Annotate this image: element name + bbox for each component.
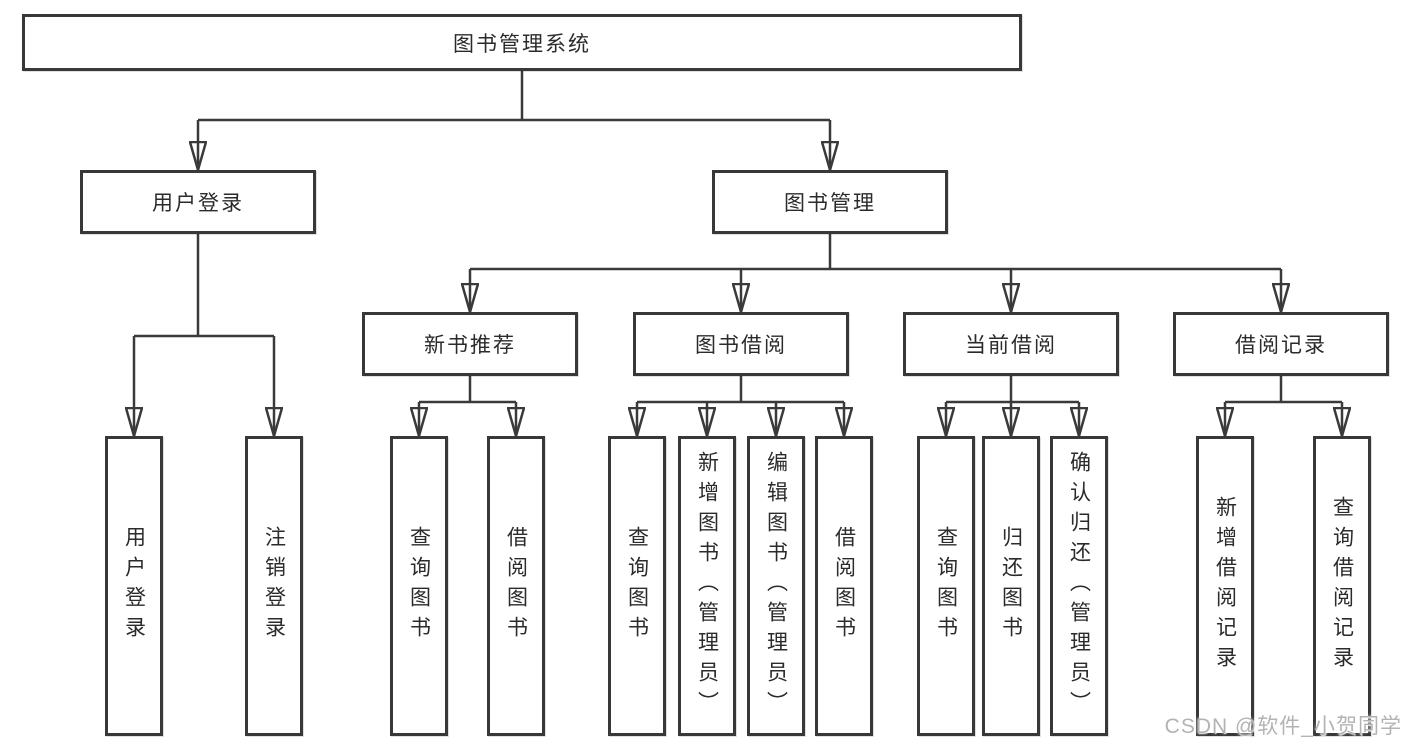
leaf-borrow-add-admin-label: 新增图书（管理员） [695,451,719,721]
node-book-borrow-label: 图书借阅 [695,334,787,357]
node-book-management-label: 图书管理 [784,192,876,215]
leaf-user-login: 用户登录 [105,436,163,736]
node-current-borrow-label: 当前借阅 [965,334,1057,357]
leaf-newbooks-query-label: 查询图书 [407,526,431,646]
leaf-borrow-book: 借阅图书 [815,436,873,736]
connector-borrow-records-to-leaves [1225,376,1342,436]
node-root: 图书管理系统 [22,14,1022,71]
leaf-logout-label: 注销登录 [262,526,286,646]
leaf-current-return: 归还图书 [982,436,1040,736]
node-new-books-label: 新书推荐 [424,334,516,357]
leaf-borrow-book-label: 借阅图书 [832,526,856,646]
leaf-borrow-edit-admin: 编辑图书（管理员） [747,436,805,736]
leaf-current-confirm-return-admin-label: 确认归还（管理员） [1067,451,1091,721]
connector-root-to-level2 [198,70,830,170]
node-new-books: 新书推荐 [362,312,578,376]
leaf-current-query: 查询图书 [917,436,975,736]
csdn-watermark: CSDN @软件_小贺同学 [1164,715,1402,738]
leaf-borrow-edit-admin-label: 编辑图书（管理员） [764,451,788,721]
leaf-newbooks-borrow: 借阅图书 [487,436,545,736]
connector-book-borrow-to-leaves [637,376,844,436]
node-borrow-records: 借阅记录 [1173,312,1389,376]
leaf-newbooks-borrow-label: 借阅图书 [504,526,528,646]
leaf-borrow-query: 查询图书 [608,436,666,736]
leaf-newbooks-query: 查询图书 [390,436,448,736]
connector-current-borrow-to-leaves [946,376,1079,436]
leaf-records-query: 查询借阅记录 [1313,436,1371,736]
leaf-borrow-query-label: 查询图书 [625,526,649,646]
leaf-records-add-label: 新增借阅记录 [1213,496,1237,676]
node-current-borrow: 当前借阅 [903,312,1119,376]
leaf-current-return-label: 归还图书 [999,526,1023,646]
connector-book-management-to-level3 [470,234,1281,312]
node-book-borrow: 图书借阅 [633,312,849,376]
leaf-current-query-label: 查询图书 [934,526,958,646]
leaf-borrow-add-admin: 新增图书（管理员） [678,436,736,736]
node-user-login-label: 用户登录 [152,192,244,215]
node-book-management: 图书管理 [712,170,948,234]
leaf-logout: 注销登录 [245,436,303,736]
node-root-label: 图书管理系统 [453,32,591,56]
node-user-login: 用户登录 [80,170,316,234]
leaf-current-confirm-return-admin: 确认归还（管理员） [1050,436,1108,736]
node-borrow-records-label: 借阅记录 [1235,334,1327,357]
leaf-records-add: 新增借阅记录 [1196,436,1254,736]
connector-new-books-to-leaves [419,376,516,436]
leaf-user-login-label: 用户登录 [122,526,146,646]
leaf-records-query-label: 查询借阅记录 [1330,496,1354,676]
connector-user-login-to-leaves [134,234,274,436]
